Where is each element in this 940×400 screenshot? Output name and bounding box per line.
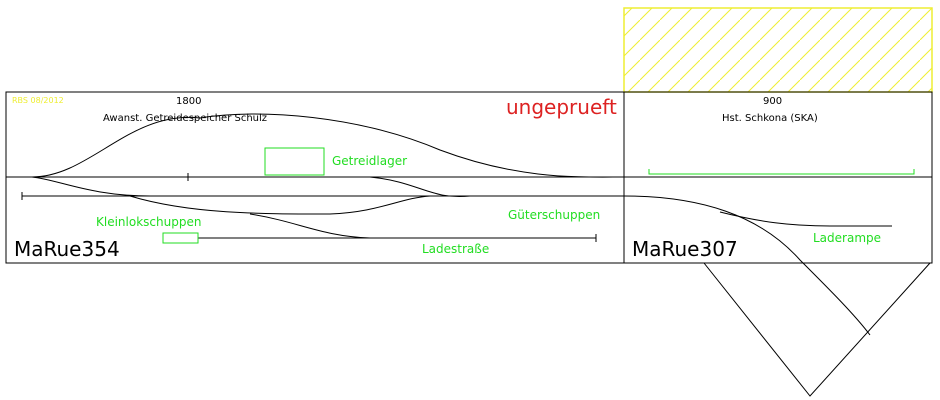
label-getreidlager: Getreidlager — [332, 154, 407, 168]
left-module-id: MaRue354 — [14, 237, 120, 261]
building-getreidlager — [264, 147, 325, 176]
right-module-name: Hst. Schkona (SKA) — [722, 113, 818, 124]
track-laderampe — [719, 211, 892, 227]
track-diverge-1 — [31, 176, 151, 197]
stamp-label: RBS 08/2012 — [12, 96, 64, 105]
left-module-length: 1800 — [176, 96, 201, 107]
label-gueterschuppen: Güterschuppen — [508, 208, 600, 222]
platform-laderampe — [648, 169, 915, 175]
main-track — [31, 113, 625, 178]
track-s-curve — [129, 195, 431, 215]
status-label: ungeprueft — [506, 95, 617, 119]
right-tracks — [623, 195, 931, 397]
siding-getreidlager — [188, 176, 471, 198]
building-kleinlokschuppen — [162, 232, 199, 244]
right-module-id: MaRue307 — [632, 237, 738, 261]
label-kleinlokschuppen: Kleinlokschuppen — [96, 215, 201, 229]
left-module-name: Awanst. Getreidespeicher Schulz — [103, 113, 267, 124]
track-ladestrasse-curve — [249, 213, 371, 239]
buildings — [162, 147, 915, 244]
label-ladestrasse: Ladestraße — [422, 242, 489, 256]
track-right-main — [623, 195, 871, 336]
left-tracks — [21, 113, 625, 242]
hatched-extension-area — [623, 7, 933, 93]
right-module-length: 900 — [763, 96, 782, 107]
extension-outline — [703, 262, 931, 397]
label-laderampe: Laderampe — [813, 231, 881, 245]
